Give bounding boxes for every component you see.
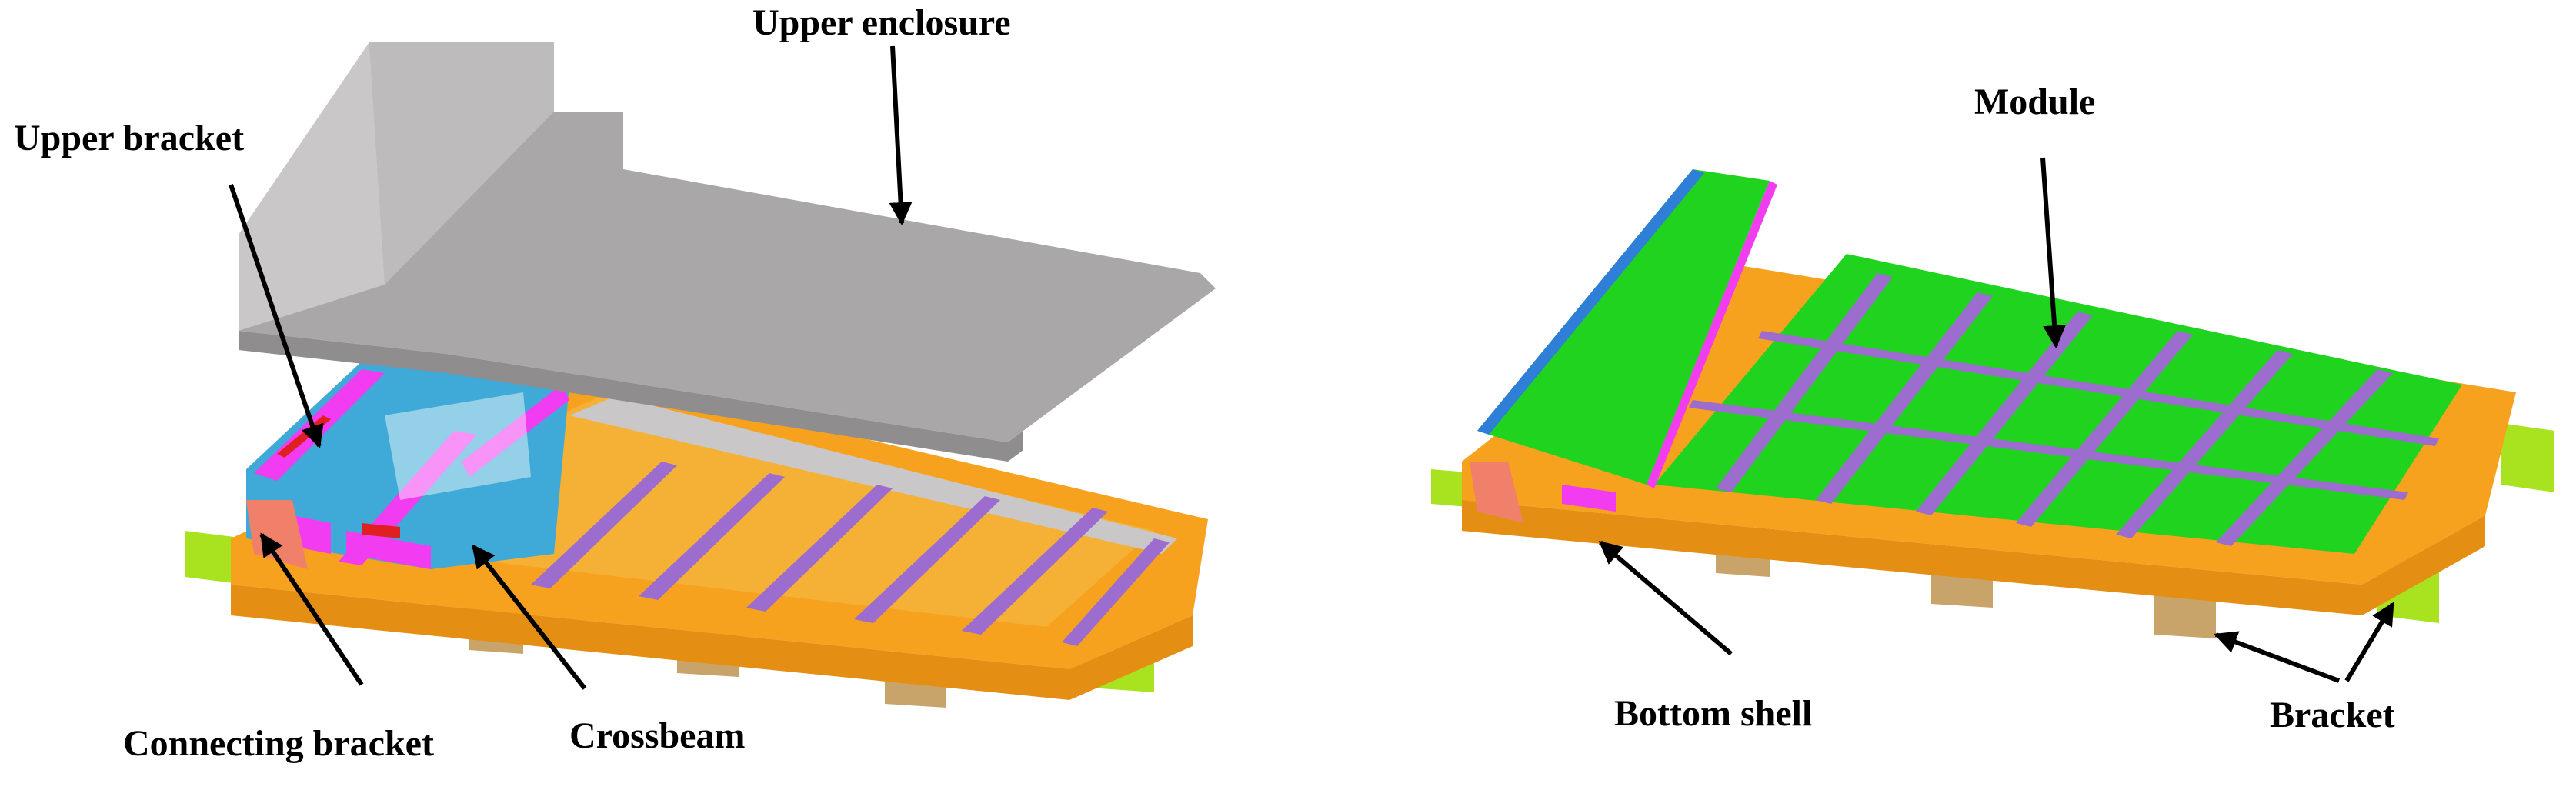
- assembled-pack: Module Bottom shell Bracket: [1431, 82, 2554, 735]
- label-crossbeam: Crossbeam: [569, 715, 745, 756]
- label-upper-enclosure: Upper enclosure: [752, 2, 1011, 43]
- label-bracket: Bracket: [2270, 695, 2395, 735]
- exploded-assembly: Upper enclosure Upper bracket Connecting…: [14, 2, 1216, 764]
- upper-enclosure: [239, 42, 1216, 462]
- arrow-bracket-1: [2214, 631, 2341, 683]
- arrow-bottom-shell: [1598, 540, 1733, 656]
- arrow-connecting-bracket: [259, 532, 364, 686]
- arrow-crossbeam: [471, 544, 587, 690]
- label-module: Module: [1974, 82, 2095, 122]
- label-bottom-shell: Bottom shell: [1614, 693, 1812, 734]
- arrow-upper-bracket: [229, 184, 324, 448]
- label-connecting-bracket: Connecting bracket: [123, 723, 434, 764]
- module-cluster-left: [246, 362, 569, 569]
- arrow-upper-enclosure: [889, 45, 913, 225]
- arrow-bracket-2: [2344, 602, 2395, 682]
- module-field-right: [1470, 169, 2462, 554]
- label-upper-bracket: Upper bracket: [14, 118, 244, 158]
- arrow-module: [2040, 157, 2067, 348]
